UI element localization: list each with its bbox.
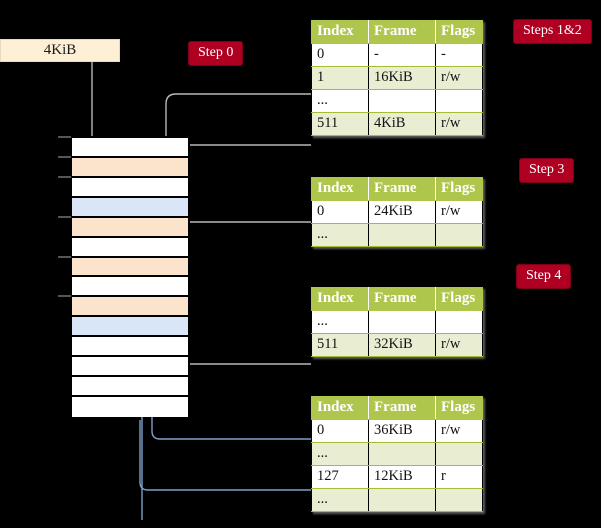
memory-row-tick [58, 155, 71, 158]
table-cell: 127 [311, 465, 369, 489]
column-header-flags: Flags [435, 177, 483, 201]
table-cell: r/w [435, 200, 483, 224]
table-cell: ... [311, 89, 369, 113]
table-cell: r/w [435, 419, 483, 443]
memory-row-tick [58, 295, 71, 298]
memory-frame-row [72, 396, 188, 417]
column-header-index: Index [311, 20, 369, 44]
column-header-flags: Flags [435, 20, 483, 44]
column-header-frame: Frame [368, 20, 436, 44]
column-header-index: Index [311, 396, 369, 420]
memory-row-tick [58, 136, 71, 138]
memory-frame-row [72, 277, 188, 298]
table-cell: 32KiB [368, 333, 436, 357]
table-cell: ... [311, 442, 369, 466]
memory-frame-row [72, 377, 188, 397]
table-cell: r/w [435, 66, 483, 90]
source-frame-label: 4KiB [43, 42, 77, 58]
table-cell: - [435, 43, 483, 67]
table-cell: 0 [311, 200, 369, 224]
memory-frame-row [72, 337, 188, 358]
memory-frame-row [72, 217, 188, 238]
table-cell: r/w [435, 112, 483, 136]
table-cell [368, 310, 436, 334]
table-cell [368, 488, 436, 512]
column-header-index: Index [311, 177, 369, 201]
table-cell [368, 442, 436, 466]
table-cell: r [435, 465, 483, 489]
column-header-frame: Frame [368, 177, 436, 201]
table-cell [435, 89, 483, 113]
column-header-flags: Flags [435, 396, 483, 420]
memory-row-tick [58, 215, 71, 218]
memory-frame-row [72, 317, 188, 338]
table-row: ... [311, 89, 483, 113]
table-cell [435, 442, 483, 466]
table-cell: 12KiB [368, 465, 436, 489]
badge-step-0: Step 0 [188, 41, 244, 67]
table-cell: ... [311, 310, 369, 334]
wire-t2-row0-to-mem6 [170, 221, 311, 257]
memory-frame-row [72, 197, 188, 218]
table-cell: 24KiB [368, 200, 436, 224]
memory-frame-row [72, 157, 188, 178]
table-cell: r/w [435, 333, 483, 357]
table-cell: 4KiB [368, 112, 436, 136]
table-cell: ... [311, 223, 369, 247]
memory-row-tick [58, 255, 71, 258]
wire-t4-row127-up [139, 420, 311, 491]
table-cell: - [368, 43, 436, 67]
memory-frame-row [72, 297, 188, 318]
table-row: ... [311, 223, 483, 247]
table-cell: 1 [311, 66, 369, 90]
source-frame-box: 4KiB [0, 39, 120, 62]
table-cell [368, 223, 436, 247]
badge-steps-1-2: Steps 1&2 [513, 19, 592, 45]
table-cell: 511 [311, 333, 369, 357]
table-row: ... [311, 442, 483, 466]
table-cell: 0 [311, 419, 369, 443]
table-row: ... [311, 310, 483, 334]
memory-frame-row [72, 257, 188, 278]
table-cell: 511 [311, 112, 369, 136]
memory-frame-row [72, 177, 188, 198]
memory-row-tick [58, 175, 71, 178]
table-cell: 16KiB [368, 66, 436, 90]
memory-frame-row [72, 357, 188, 378]
memory-frame-row [72, 138, 188, 158]
table-row: 0-- [311, 43, 483, 67]
table-cell: 0 [311, 43, 369, 67]
table-cell [435, 310, 483, 334]
physical-memory-column [70, 136, 190, 417]
table-cell: ... [311, 488, 369, 512]
column-header-frame: Frame [368, 396, 436, 420]
table-cell: 36KiB [368, 419, 436, 443]
badge-step-3: Step 3 [519, 158, 575, 184]
badge-step-4: Step 4 [516, 264, 572, 290]
table-cell [435, 223, 483, 247]
column-header-flags: Flags [435, 287, 483, 311]
column-header-index: Index [311, 287, 369, 311]
memory-frame-row [72, 237, 188, 258]
table-cell [435, 488, 483, 512]
column-header-frame: Frame [368, 287, 436, 311]
table-row: ... [311, 488, 483, 512]
table-cell [368, 89, 436, 113]
